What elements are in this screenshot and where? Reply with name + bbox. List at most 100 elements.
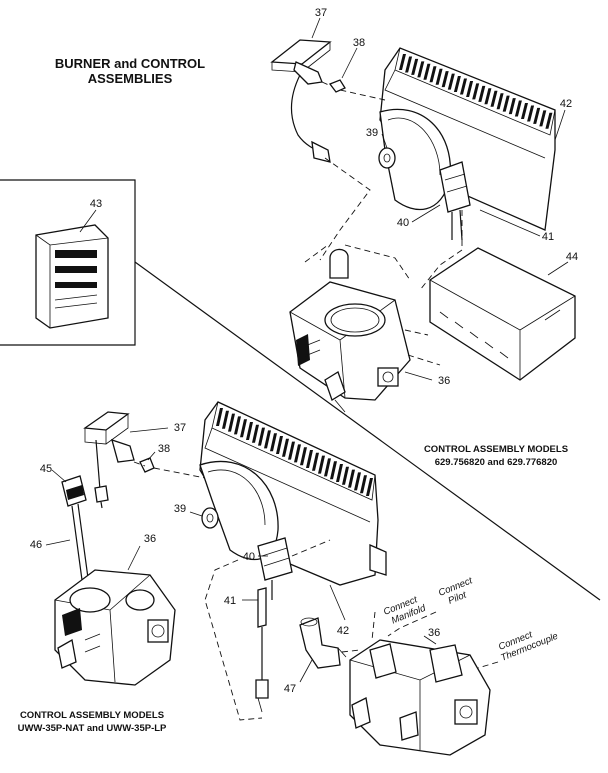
burner-rib bbox=[324, 458, 331, 477]
callout-42-bottom: 42 bbox=[337, 625, 349, 637]
burner-rib bbox=[484, 88, 492, 105]
part-38-orifice-top bbox=[328, 79, 346, 93]
part-40-pilot-assembly-top bbox=[439, 161, 471, 241]
burner-rib bbox=[216, 408, 223, 426]
callout-37-bottom: 37 bbox=[174, 422, 186, 434]
callout-36-top: 36 bbox=[438, 375, 450, 387]
callout-46: 46 bbox=[30, 539, 42, 551]
burner-rib bbox=[508, 98, 516, 115]
callout-41-bottom: 41 bbox=[224, 595, 236, 607]
part-40-pilot-assembly-bottom bbox=[257, 537, 293, 600]
callout-37-top: 37 bbox=[315, 7, 327, 19]
part-44-panel bbox=[429, 247, 576, 381]
burner-rib bbox=[228, 413, 235, 432]
burner-rib bbox=[318, 455, 325, 474]
burner-rib bbox=[348, 469, 355, 488]
callout-40-top: 40 bbox=[397, 217, 409, 229]
burner-rib bbox=[514, 100, 522, 117]
caption-upper-line-1: CONTROL ASSEMBLY MODELS bbox=[424, 444, 568, 455]
burner-rib bbox=[252, 424, 259, 443]
burner-rib bbox=[312, 452, 319, 471]
burner-rib bbox=[417, 61, 425, 78]
callout-36-right: 36 bbox=[428, 627, 440, 639]
callout-42-top: 42 bbox=[560, 98, 572, 110]
burner-rib bbox=[366, 478, 373, 496]
part-36-gas-control-bottom bbox=[54, 569, 176, 686]
callout-45: 45 bbox=[40, 463, 52, 475]
burner-rib bbox=[478, 85, 486, 102]
caption-lower-line-2: UWW-35P-NAT and UWW-35P-LP bbox=[18, 723, 167, 734]
burner-rib bbox=[264, 430, 271, 449]
burner-rib bbox=[472, 83, 480, 100]
burner-rib bbox=[411, 58, 419, 75]
burner-rib bbox=[306, 450, 313, 468]
title-line-2: ASSEMBLIES bbox=[88, 71, 173, 86]
callout-43: 43 bbox=[90, 198, 102, 210]
burner-rib bbox=[240, 419, 247, 438]
connect-pilot-label: Connect Pilot bbox=[437, 575, 474, 607]
burner-rib bbox=[539, 110, 547, 127]
part-39-clip-top bbox=[378, 147, 396, 169]
part-37-pilot-bracket-top bbox=[270, 39, 332, 163]
burner-rib bbox=[282, 438, 289, 457]
burner-rib bbox=[447, 73, 455, 90]
burner-rib bbox=[360, 475, 367, 494]
part-43-module bbox=[35, 224, 109, 329]
burner-rib bbox=[435, 68, 443, 85]
caption-lower-line-1: CONTROL ASSEMBLY MODELS bbox=[20, 710, 164, 721]
burner-rib bbox=[441, 71, 449, 88]
burner-rib bbox=[246, 422, 253, 440]
burner-rib bbox=[234, 416, 241, 435]
burner-rib bbox=[502, 95, 510, 112]
burner-rib bbox=[490, 90, 498, 107]
section-divider bbox=[134, 261, 601, 601]
connect-manifold-label: Connect Manifold bbox=[382, 594, 428, 626]
part-36-gas-control-right bbox=[349, 639, 491, 756]
burner-rib bbox=[496, 93, 504, 110]
burner-rib bbox=[258, 427, 265, 446]
burner-rib bbox=[294, 444, 301, 463]
caption-upper-line-2: 629.756820 and 629.776820 bbox=[435, 457, 558, 468]
callout-44: 44 bbox=[566, 251, 578, 263]
title-line-1: BURNER and CONTROL bbox=[55, 56, 205, 71]
burner-rib bbox=[300, 447, 307, 466]
callout-39-bottom: 39 bbox=[174, 503, 186, 515]
part-37-pilot-bracket-bottom bbox=[83, 411, 135, 509]
burner-rib bbox=[342, 466, 349, 485]
burner-rib bbox=[354, 472, 361, 491]
burner-rib bbox=[533, 107, 541, 124]
connect-thermocouple-label: Connect Thermocouple bbox=[497, 629, 560, 664]
burner-rib bbox=[276, 436, 283, 454]
burner-rib bbox=[270, 433, 277, 452]
callout-39-top: 39 bbox=[366, 127, 378, 139]
callout-38-top: 38 bbox=[353, 37, 365, 49]
burner-rib bbox=[521, 103, 528, 119]
part-41-thermocouple-bottom bbox=[255, 587, 269, 713]
callout-47: 47 bbox=[284, 683, 296, 695]
callout-40-bottom: 40 bbox=[243, 551, 255, 563]
burner-rib bbox=[423, 63, 431, 80]
callout-36-bottom: 36 bbox=[144, 533, 156, 545]
burner-rib bbox=[399, 54, 406, 70]
burner-rib bbox=[545, 112, 553, 129]
part-47-elbow-fitting bbox=[299, 617, 347, 669]
burner-rib bbox=[466, 80, 474, 97]
callout-38-bottom: 38 bbox=[158, 443, 170, 455]
part-42-burner-bottom bbox=[199, 401, 387, 586]
callout-41-top: 41 bbox=[542, 231, 554, 243]
burner-rib bbox=[405, 56, 413, 73]
burner-rib bbox=[453, 76, 461, 93]
part-42-burner-top bbox=[379, 47, 556, 231]
burner-rib bbox=[429, 66, 437, 83]
burner-rib bbox=[336, 464, 343, 482]
burner-rib bbox=[460, 78, 467, 95]
part-39-clip-bottom bbox=[201, 507, 219, 529]
burner-rib bbox=[330, 461, 337, 480]
burner-rib bbox=[527, 105, 535, 122]
part-36-gas-control-top bbox=[289, 248, 411, 413]
burner-rib bbox=[222, 410, 229, 429]
part-45-switch bbox=[61, 475, 89, 581]
burner-rib bbox=[288, 441, 295, 460]
